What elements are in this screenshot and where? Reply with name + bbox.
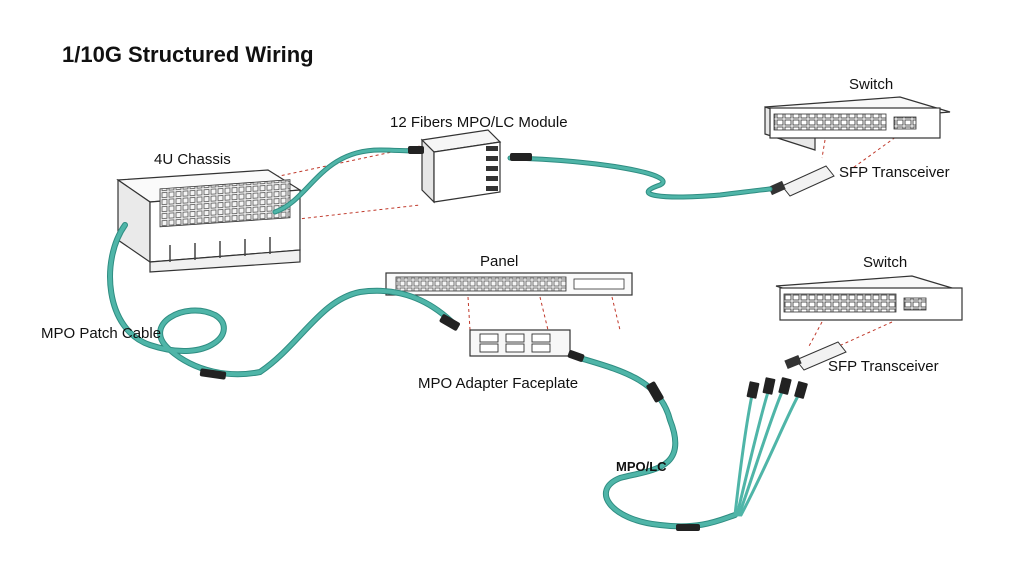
sfp-top-hardware — [768, 165, 835, 197]
mpo-patch-cable-label: MPO Patch Cable — [41, 325, 162, 342]
sfp-top-label: SFP Transceiver — [839, 164, 950, 181]
chassis-label: 4U Chassis — [154, 151, 231, 168]
4u-chassis — [116, 169, 302, 273]
mpo-lc-module — [420, 129, 502, 204]
cable-connectors — [199, 146, 808, 531]
sfp-bottom-label: SFP Transceiver — [828, 358, 939, 375]
switch-top-hardware — [764, 96, 951, 151]
switch-bottom-label: Switch — [863, 254, 908, 271]
module-label: 12 Fibers MPO/LC Module — [390, 114, 568, 131]
mpo-lc-label: MPO/LC — [616, 459, 667, 474]
panel-hardware — [385, 272, 633, 296]
sfp-bottom-hardware — [784, 341, 847, 371]
switch-top-label: Switch — [849, 76, 894, 93]
mpo-adapter-faceplate-label: MPO Adapter Faceplate — [418, 375, 579, 392]
switch-bottom-hardware — [775, 275, 963, 321]
mpo-adapter-faceplate-hardware — [469, 329, 571, 357]
panel-label: Panel — [480, 253, 519, 270]
diagram-title: 1/10G Structured Wiring — [62, 42, 314, 67]
